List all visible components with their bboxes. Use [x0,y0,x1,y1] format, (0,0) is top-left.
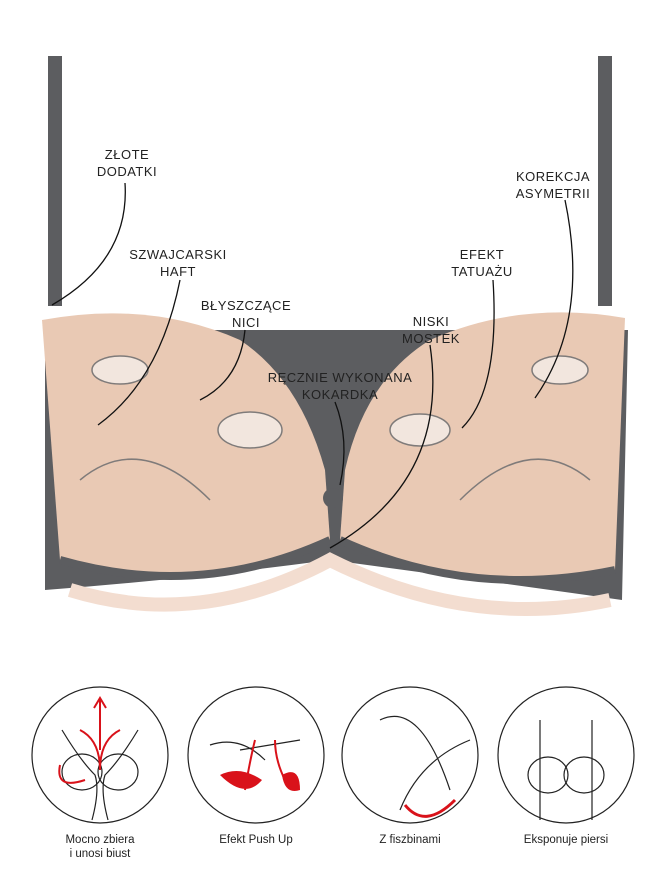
right-strap [598,56,612,306]
bow [323,488,343,508]
push-up-pads [220,771,300,791]
feature-caption-cleavage: Eksponuje piersi [523,834,609,846]
feature-circle-1 [31,686,169,824]
feature-circle-2 [187,686,325,824]
left-strap [48,56,62,306]
feature-circle-4 [497,686,635,824]
feature-caption-push-up: Efekt Push Up [219,834,293,846]
feature-circle-3 [341,686,479,824]
feature-caption-underwire: Z fiszbinami [379,834,441,846]
